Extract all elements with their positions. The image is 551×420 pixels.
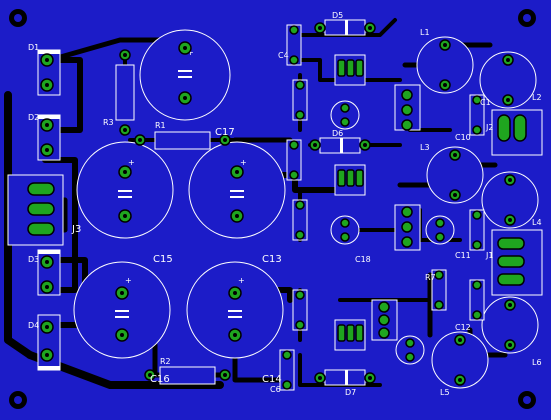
- label-d1: D1: [28, 43, 39, 52]
- capacitor-c13: +: [188, 141, 286, 239]
- diode-d2: [37, 114, 61, 161]
- inductor-l3: [426, 146, 484, 204]
- label-c16: C16: [150, 374, 170, 385]
- capacitor-c16: +: [73, 261, 171, 359]
- trimmer-lower: [371, 299, 398, 341]
- label-c6: C6: [270, 385, 281, 394]
- label-c17: C17: [215, 127, 235, 138]
- label-d7: D7: [345, 388, 356, 397]
- label-l5: L5: [440, 388, 450, 397]
- label-d6: D6: [332, 129, 343, 138]
- diode-d4: [37, 314, 61, 371]
- small-capacitor-b: [330, 215, 360, 245]
- connector-j1: [491, 229, 543, 296]
- diode-d5: [314, 19, 376, 36]
- label-c13: C13: [262, 254, 282, 265]
- label-j3: J3: [71, 224, 81, 235]
- label-c15: C15: [153, 254, 173, 265]
- mounting-hole-tl: [9, 9, 27, 27]
- label-l2: L2: [532, 93, 542, 102]
- small-capacitor-a: [330, 100, 360, 130]
- resistor-r1: [134, 131, 231, 150]
- svg-text:+: +: [187, 48, 194, 57]
- label-l3: L3: [420, 143, 430, 152]
- label-c14: C14: [262, 374, 282, 385]
- inductor-l2: [479, 51, 537, 109]
- small-capacitor-d: [425, 215, 455, 245]
- resistor-r2: [144, 366, 231, 385]
- svg-text:+: +: [125, 276, 132, 285]
- inductor-l1: [416, 36, 474, 94]
- label-d4: D4: [28, 321, 39, 330]
- svg-text:+: +: [128, 158, 135, 167]
- mounting-hole-bl: [9, 391, 27, 409]
- mounting-hole-tr: [518, 9, 536, 27]
- connector-j2: [491, 109, 543, 156]
- inductor-l4: [481, 171, 539, 229]
- label-l1: L1: [420, 28, 430, 37]
- label-c10: C10: [455, 133, 471, 142]
- capacitor-top: +: [139, 29, 231, 121]
- connector-j3: [7, 174, 64, 246]
- regulator-ic-middle: [334, 164, 366, 196]
- label-l4: L4: [532, 218, 542, 227]
- label-c12: C12: [455, 323, 471, 332]
- regulator-ic-upper: [334, 54, 366, 86]
- diode-d6: [309, 137, 371, 154]
- mounting-hole-br: [518, 391, 536, 409]
- inductor-l5: [431, 331, 489, 389]
- small-capacitor-c: [395, 335, 425, 365]
- label-d5: D5: [332, 11, 343, 20]
- designator-labels: D1 D2 D3 D4 D5 D6 D7 R1 R2 R3 R7 C4 C6 C…: [28, 11, 542, 397]
- diode-d1: [37, 49, 61, 96]
- label-j1: J1: [485, 251, 493, 260]
- label-l6: L6: [532, 358, 542, 367]
- label-d3: D3: [28, 255, 39, 264]
- small-vertical-parts: [279, 24, 485, 391]
- inductor-l6: [481, 296, 539, 354]
- label-r1: R1: [155, 121, 166, 130]
- diode-d3: [37, 249, 61, 296]
- trimmer-upper: [394, 84, 421, 131]
- label-c18: C18: [355, 255, 371, 264]
- capacitor-c14: +: [186, 261, 284, 359]
- svg-text:+: +: [240, 158, 247, 167]
- label-j2: J2: [485, 123, 493, 132]
- label-r3: R3: [103, 118, 114, 127]
- label-c1: C1: [480, 98, 491, 107]
- resistor-r3: [115, 49, 135, 136]
- regulator-ic-lower: [334, 319, 366, 351]
- label-c11: C11: [455, 251, 471, 260]
- diode-d7: [314, 369, 376, 386]
- svg-text:+: +: [238, 276, 245, 285]
- label-r2: R2: [160, 357, 171, 366]
- trimmer-middle: [394, 204, 421, 251]
- capacitor-c15: +: [76, 141, 174, 239]
- label-r7: R7: [425, 273, 436, 282]
- label-d2: D2: [28, 113, 39, 122]
- label-c4: C4: [278, 51, 289, 60]
